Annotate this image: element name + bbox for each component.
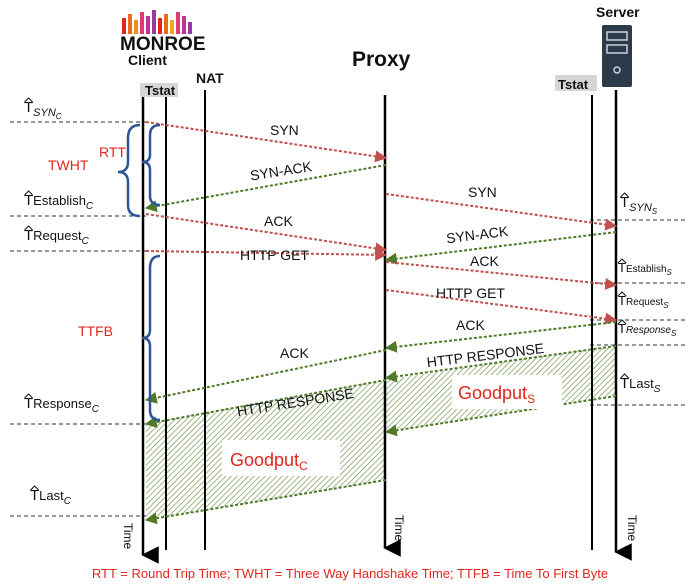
left-httpget-label: HTTP GET <box>240 247 309 263</box>
ts-client-response: TResponseC <box>24 395 100 415</box>
ts-client-request: TRequestC <box>24 227 90 247</box>
ts-client-establish: TEstablishC <box>24 192 94 212</box>
twht-label: TWHT <box>48 157 89 173</box>
hat-mark <box>24 97 33 103</box>
left-synack-label: SYN-ACK <box>249 158 314 184</box>
right-synack-label: SYN-ACK <box>445 223 509 247</box>
ts-server-last: TLastS <box>620 375 661 395</box>
ttfb-bracket <box>141 254 161 422</box>
left-ack2-arrow <box>144 349 387 404</box>
ts-server-response: TResponseS <box>618 321 677 338</box>
goodput-client-label: GoodputC <box>230 450 308 473</box>
left-ack2-label: ACK <box>280 345 309 361</box>
left-syn-label: SYN <box>270 122 299 138</box>
left-ack-label: ACK <box>264 213 293 229</box>
left-goodput-bottom-arrow <box>144 479 387 525</box>
tstat-server-label: Tstat <box>558 77 589 92</box>
goodput-server-label: GoodputS <box>458 383 535 406</box>
twht-bracket <box>117 123 141 218</box>
goodput-server-box <box>452 375 562 409</box>
footer-legend: RTT = Round Trip Time; TWHT = Three Way … <box>92 566 608 581</box>
left-synack-arrow <box>144 164 387 213</box>
right-ack2-arrow <box>384 321 617 353</box>
ts-client-syn: TSYNC <box>24 99 62 121</box>
hat-mark <box>617 258 627 264</box>
right-ack-arrow <box>385 261 618 290</box>
client-label: Client <box>128 52 167 68</box>
server-icon <box>602 25 632 87</box>
client-timestamp-lines <box>10 121 146 517</box>
ts-server-request: TRequestS <box>618 293 669 310</box>
time-label-client: Time <box>121 523 135 550</box>
time-label-proxy: Time <box>392 515 406 542</box>
right-httpresp-arrow <box>384 345 617 383</box>
right-syn-label: SYN <box>468 184 497 200</box>
right-httpget-label: HTTP GET <box>436 285 505 301</box>
right-httpget-arrow <box>385 289 618 325</box>
hat-mark <box>24 393 33 399</box>
hat-mark <box>617 291 627 297</box>
hat-mark <box>617 319 627 325</box>
right-syn-arrow <box>385 193 618 231</box>
right-goodput-bottom-arrow <box>384 395 617 437</box>
time-label-server: Time <box>625 515 639 542</box>
left-syn-arrow <box>145 121 388 163</box>
ts-server-syn: TSYNS <box>620 194 658 216</box>
rtt-bracket <box>141 123 161 207</box>
proxy-label: Proxy <box>352 48 411 71</box>
right-synack-arrow <box>384 231 617 265</box>
hat-mark <box>24 225 33 231</box>
right-ack2-label: ACK <box>456 317 485 333</box>
hat-mark <box>620 373 629 379</box>
left-httpget-arrow <box>145 248 388 261</box>
left-ack-arrow <box>145 213 388 255</box>
rtt-label: RTT <box>99 144 126 160</box>
ttfb-label: TTFB <box>78 323 113 339</box>
hat-mark <box>620 192 629 198</box>
hat-mark <box>24 190 33 196</box>
logo-text: MONROE <box>120 34 206 55</box>
goodput-client-box <box>222 440 340 476</box>
left-httpresp-arrow <box>144 379 387 428</box>
nat-label: NAT <box>196 70 224 86</box>
server-label: Server <box>596 4 640 20</box>
monroe-logo-icon <box>122 10 192 34</box>
right-ack-label: ACK <box>470 253 499 269</box>
tstat-client-label: Tstat <box>145 83 176 98</box>
ts-server-establish: TEstablishS <box>618 260 673 277</box>
hat-mark <box>30 485 39 491</box>
ts-client-last: TLastC <box>30 487 72 507</box>
